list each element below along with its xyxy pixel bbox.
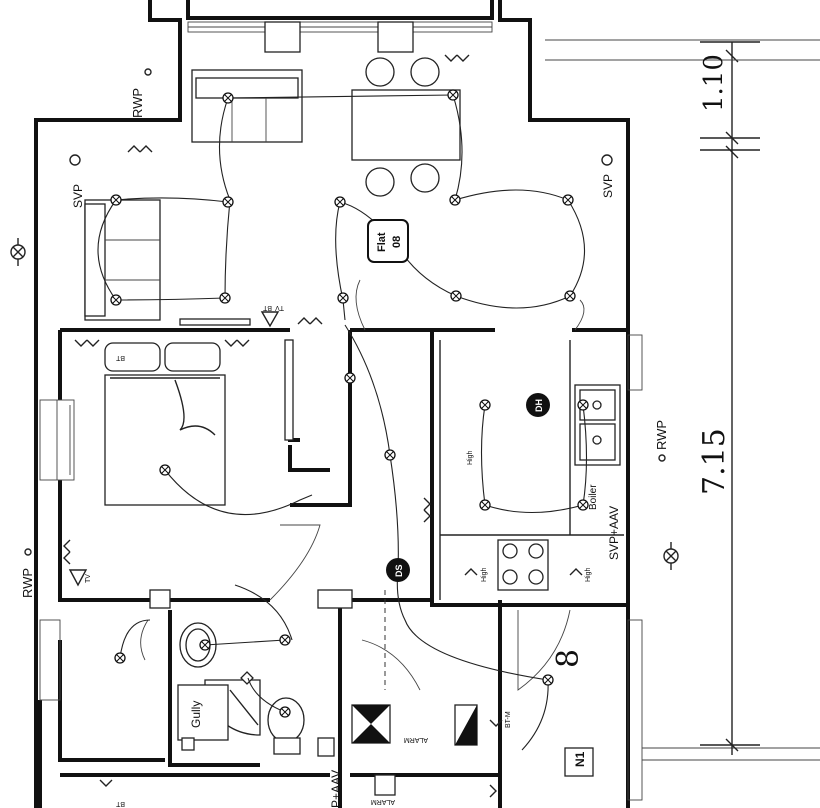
ds-badge: DS xyxy=(386,558,410,582)
light-fitting-icon xyxy=(447,89,459,101)
svp-label-right: SVP xyxy=(601,174,615,198)
socket-symbols xyxy=(63,54,613,798)
gully-label: Gully xyxy=(189,701,203,728)
light-fitting-icon xyxy=(449,194,461,206)
light-fitting-icon xyxy=(577,399,589,411)
flat-badge: Flat 08 xyxy=(367,219,409,263)
light-fitting-icon xyxy=(542,674,554,686)
light-fitting-icon xyxy=(110,294,122,306)
light-fitting-icon xyxy=(159,464,171,476)
window-frames xyxy=(39,21,820,801)
light-fitting-icon xyxy=(222,92,234,104)
light-fitting-icon xyxy=(337,292,349,304)
light-fitting-icon xyxy=(279,706,291,718)
light-fitting-icon xyxy=(199,639,211,651)
alarm-label: ALARM xyxy=(404,736,428,743)
light-fitting-icon xyxy=(577,499,589,511)
light-fitting-icon xyxy=(564,290,576,302)
kitchen-furniture xyxy=(439,340,624,600)
rwp-label-right: RWP xyxy=(654,420,669,450)
flat-badge-line2: 08 xyxy=(391,236,403,248)
outer-walls xyxy=(34,0,630,808)
svp-label-left: SVP xyxy=(71,184,85,208)
light-fitting-icon xyxy=(384,449,396,461)
high-label-kitchen: High xyxy=(467,450,474,465)
flat-badge-line1: Flat xyxy=(376,232,388,252)
bt-label-bottom: BT xyxy=(115,800,125,807)
light-fitting-icon xyxy=(222,196,234,208)
svp-aav-label: SVP+AAV xyxy=(607,506,621,560)
rwp-label-top: RWP xyxy=(130,88,145,118)
high-label-hob-left: High xyxy=(481,567,488,582)
door-swings xyxy=(140,279,585,691)
high-label-hob-right: High xyxy=(585,567,592,582)
alarm-label-bottom: ALARM xyxy=(371,798,395,805)
room-number: 8 xyxy=(551,649,586,668)
light-fitting-icon xyxy=(344,372,356,384)
tv-label-bedroom: TV xyxy=(85,574,92,583)
dimension-small: 1.10 xyxy=(699,54,729,112)
light-fittings xyxy=(110,89,589,718)
boiler-label: Boiler xyxy=(588,484,599,510)
tv-label-living: TV xyxy=(275,304,284,311)
hall-fixtures xyxy=(149,589,594,796)
external-fittings xyxy=(10,68,679,570)
bt-label-living: BT xyxy=(262,304,272,311)
bedroom-furniture xyxy=(104,339,294,506)
light-fitting-icon xyxy=(279,634,291,646)
light-fitting-icon xyxy=(450,290,462,302)
svp-aav-bottom-label: P+AAV xyxy=(329,770,343,808)
dimension-lines xyxy=(545,39,820,755)
light-fitting-icon xyxy=(479,499,491,511)
light-fitting-icon xyxy=(562,194,574,206)
light-fitting-icon xyxy=(334,196,346,208)
n1-label: N1 xyxy=(573,751,587,767)
btm-label: BT-M xyxy=(505,711,512,728)
light-fitting-icon xyxy=(114,652,126,664)
ds-label: DS xyxy=(394,564,404,577)
dh-label: DH xyxy=(534,399,544,412)
light-fitting-icon xyxy=(110,194,122,206)
dh-badge: DH xyxy=(526,393,550,417)
dimension-large: 7.15 xyxy=(697,428,732,495)
bt-label-bedroom: BT xyxy=(115,354,125,361)
bathroom-fixtures xyxy=(177,622,335,757)
light-fitting-icon xyxy=(479,399,491,411)
light-fitting-icon xyxy=(219,292,231,304)
rwp-label-left: RWP xyxy=(20,568,35,598)
